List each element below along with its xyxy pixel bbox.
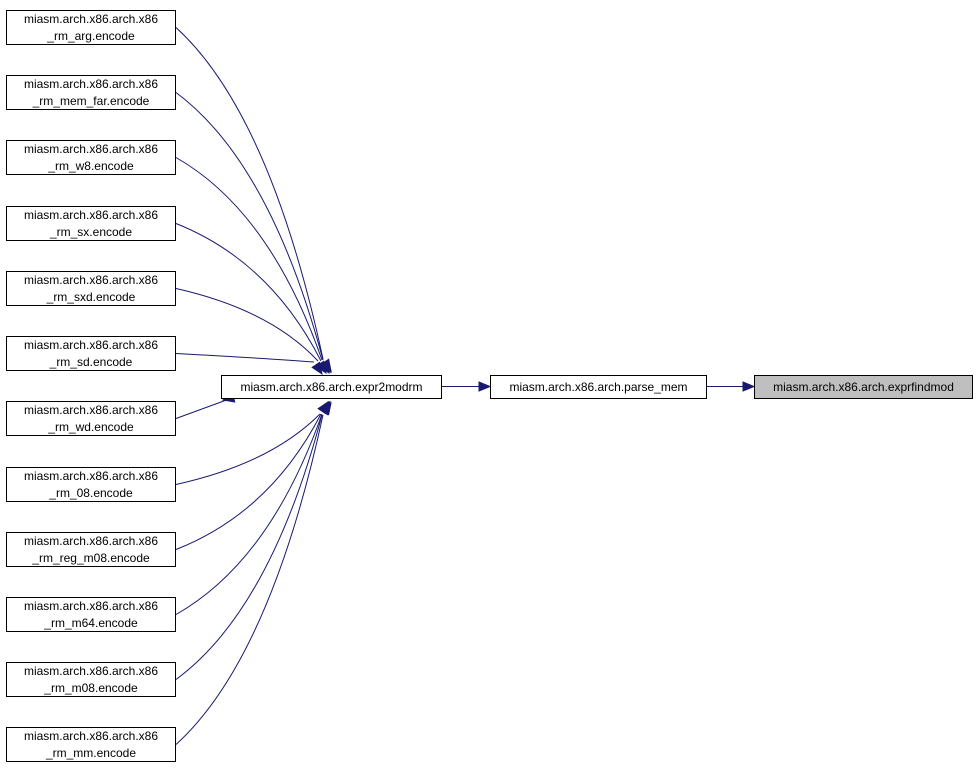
parse-mem-node[interactable]: miasm.arch.x86.arch.parse_mem (490, 375, 707, 399)
node-label-line1: miasm.arch.x86.arch.x86 (23, 468, 159, 483)
node-label-line1: miasm.arch.x86.arch.x86 (23, 76, 159, 91)
caller-node[interactable]: miasm.arch.x86.arch.x86 _rm_mem_far.enco… (6, 75, 176, 110)
caller-node[interactable]: miasm.arch.x86.arch.x86 _rm_reg_m08.enco… (6, 532, 176, 567)
edge-caller-to-expr2modrm (175, 27, 324, 360)
edge-caller-to-expr2modrm (175, 288, 319, 362)
node-label: miasm.arch.x86.arch.expr2modrm (240, 379, 423, 394)
caller-node[interactable]: miasm.arch.x86.arch.x86 _rm_mm.encode (6, 727, 176, 762)
node-label: miasm.arch.x86.arch.exprfindmod (773, 379, 954, 394)
node-label-line2: _rm_sx.encode (49, 224, 133, 239)
edge-caller-to-expr2modrm (175, 413, 322, 550)
node-label-line1: miasm.arch.x86.arch.x86 (23, 402, 159, 417)
caller-node[interactable]: miasm.arch.x86.arch.x86 _rm_sd.encode (6, 336, 176, 371)
caller-node[interactable]: miasm.arch.x86.arch.x86 _rm_w8.encode (6, 140, 176, 175)
node-label-line1: miasm.arch.x86.arch.x86 (23, 207, 159, 222)
node-label-line1: miasm.arch.x86.arch.x86 (23, 337, 159, 352)
edge-caller-to-expr2modrm (175, 92, 324, 361)
caller-node[interactable]: miasm.arch.x86.arch.x86 _rm_m08.encode (6, 662, 176, 697)
node-label-line2: _rm_reg_m08.encode (32, 550, 150, 565)
node-label-line2: _rm_w8.encode (48, 158, 134, 173)
caller-node[interactable]: miasm.arch.x86.arch.x86 _rm_m64.encode (6, 597, 176, 632)
edge-caller-to-expr2modrm (175, 353, 315, 363)
node-label-line2: _rm_sd.encode (49, 354, 133, 369)
caller-node[interactable]: miasm.arch.x86.arch.x86 _rm_sxd.encode (6, 271, 176, 306)
edge-caller-to-expr2modrm (175, 397, 233, 419)
node-label-line2: _rm_arg.encode (47, 28, 135, 43)
edge-caller-to-expr2modrm (175, 223, 322, 362)
edge-caller-to-expr2modrm (175, 413, 321, 485)
node-label-line1: miasm.arch.x86.arch.x86 (23, 728, 159, 743)
edge-caller-to-expr2modrm (175, 413, 323, 615)
node-label: miasm.arch.x86.arch.parse_mem (509, 379, 688, 394)
edge-arrowhead (320, 401, 332, 416)
node-label-line1: miasm.arch.x86.arch.x86 (23, 272, 159, 287)
node-label-line2: _rm_mm.encode (45, 745, 137, 760)
node-label-line2: _rm_sxd.encode (46, 289, 136, 304)
node-label-line1: miasm.arch.x86.arch.x86 (23, 598, 159, 613)
node-label-line1: miasm.arch.x86.arch.x86 (23, 141, 159, 156)
caller-node[interactable]: miasm.arch.x86.arch.x86 _rm_sx.encode (6, 206, 176, 241)
edge-arrowhead (311, 361, 323, 376)
edge-caller-to-expr2modrm (175, 414, 323, 680)
edge-arrowhead (478, 381, 492, 392)
expr2modrm-node[interactable]: miasm.arch.x86.arch.expr2modrm (221, 375, 442, 399)
node-label-line2: _rm_mem_far.encode (32, 93, 150, 108)
node-label-line1: miasm.arch.x86.arch.x86 (23, 11, 159, 26)
node-label-line2: _rm_08.encode (49, 485, 133, 500)
caller-node[interactable]: miasm.arch.x86.arch.x86 _rm_08.encode (6, 467, 176, 502)
exprfindmod-node: miasm.arch.x86.arch.exprfindmod (754, 375, 973, 399)
edge-caller-to-expr2modrm (175, 157, 323, 361)
node-label-line2: _rm_wd.encode (48, 419, 134, 434)
edge-caller-to-expr2modrm (175, 414, 324, 745)
node-label-line1: miasm.arch.x86.arch.x86 (23, 533, 159, 548)
node-label-line2: _rm_m08.encode (44, 680, 138, 695)
caller-node[interactable]: miasm.arch.x86.arch.x86 _rm_wd.encode (6, 401, 176, 436)
node-label-line1: miasm.arch.x86.arch.x86 (23, 663, 159, 678)
caller-node[interactable]: miasm.arch.x86.arch.x86 _rm_arg.encode (6, 10, 176, 45)
edge-arrowhead (742, 381, 756, 392)
node-label-line2: _rm_m64.encode (44, 615, 138, 630)
